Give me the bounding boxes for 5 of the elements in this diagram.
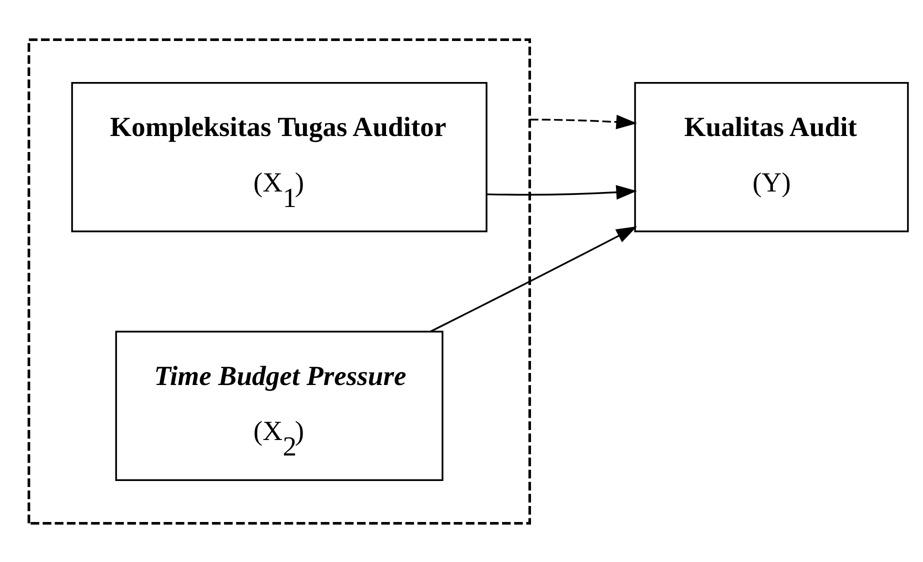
cluster: [28, 38, 531, 524]
arrow: [430, 226, 638, 332]
node-box: Kualitas Audit (Y): [634, 82, 909, 232]
arrow: [486, 184, 637, 200]
arrow: [530, 114, 637, 129]
